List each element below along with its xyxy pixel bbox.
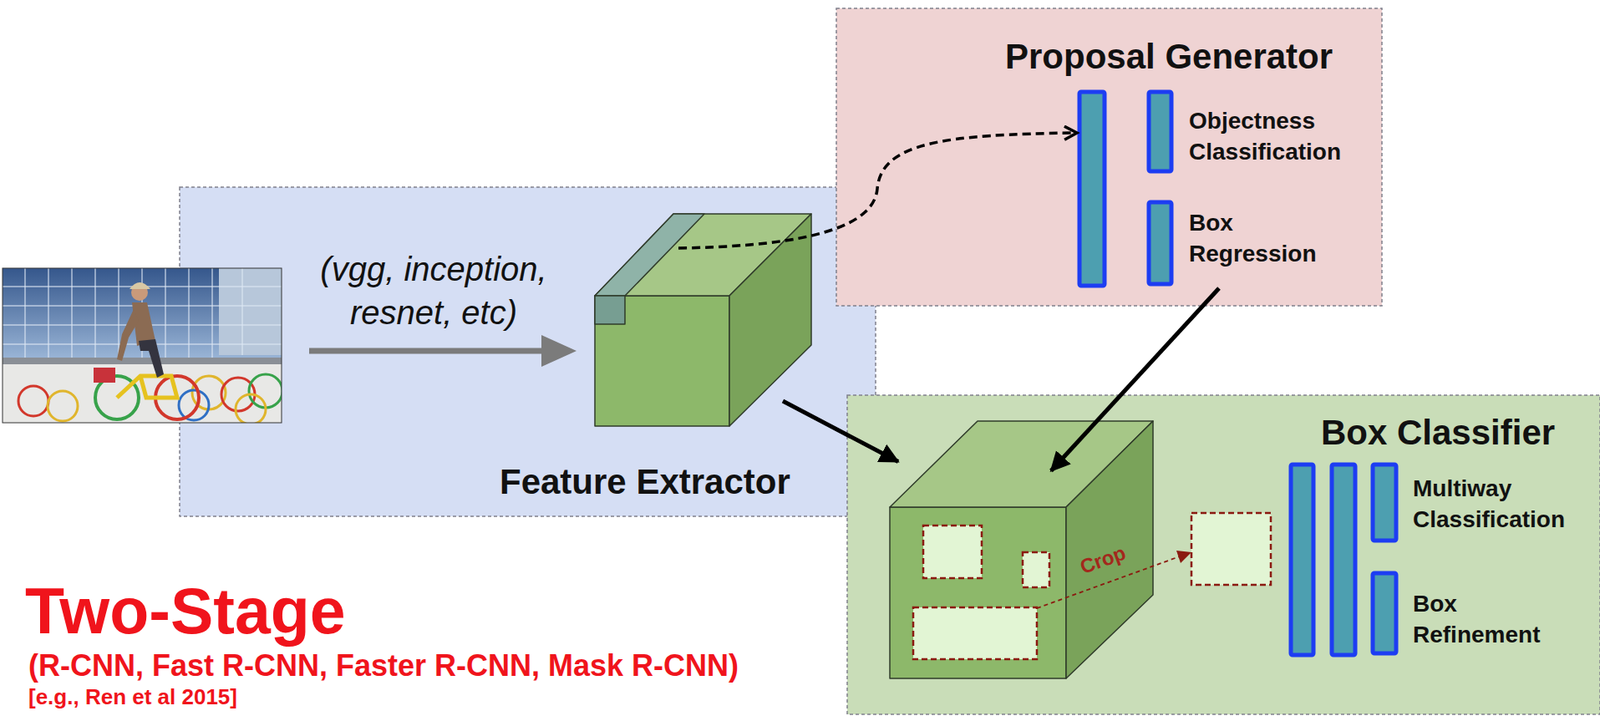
head-label: Multiway Classification	[1412, 472, 1580, 535]
crop-label: Crop	[1076, 540, 1129, 579]
head-label: Box Regression	[1188, 207, 1357, 270]
panel-grounds	[179, 8, 1600, 715]
panel-title: Proposal Generator	[1005, 36, 1333, 77]
backbone-note: (vgg, inception, resnet, etc)	[304, 247, 564, 335]
crop-arrowhead	[1176, 550, 1192, 564]
flow-arrow	[1051, 288, 1220, 472]
classifier-layers	[1290, 464, 1397, 656]
feature-map-cube	[889, 421, 1154, 679]
head-label: Objectness Classification	[1188, 105, 1357, 168]
panel-title: Feature Extractor	[499, 462, 791, 503]
head-label: Box Refinement	[1412, 588, 1580, 651]
region-boxes	[913, 513, 1271, 660]
panel-ground	[836, 8, 1382, 306]
proposal-generator-panel: Proposal GeneratorObjectness Classificat…	[836, 8, 1382, 306]
panel-ground	[847, 395, 1600, 715]
proposal-layers	[1079, 91, 1172, 286]
slide-heading: Two-Stage	[25, 579, 346, 644]
method-list: (R-CNN, Fast R-CNN, Faster R-CNN, Mask R…	[28, 648, 739, 683]
backbone-arrowhead	[541, 335, 577, 367]
feature-extractor-panel: (vgg, inception, resnet, etc) Feature Ext…	[179, 187, 876, 517]
panel-ground	[179, 187, 876, 517]
dashed-arrow	[678, 132, 1077, 249]
flow-arrow	[782, 401, 899, 463]
input-photo	[2, 268, 282, 423]
box-classifier-panel: Box ClassifierCrop Multiway Classificatio…	[847, 395, 1600, 715]
photo-frame	[2, 268, 282, 423]
panel-title: Box Classifier	[1320, 412, 1555, 453]
feature-map-cube	[594, 213, 812, 427]
citation: [e.g., Ren et al 2015]	[28, 685, 238, 711]
backbone-arrow	[309, 348, 545, 355]
